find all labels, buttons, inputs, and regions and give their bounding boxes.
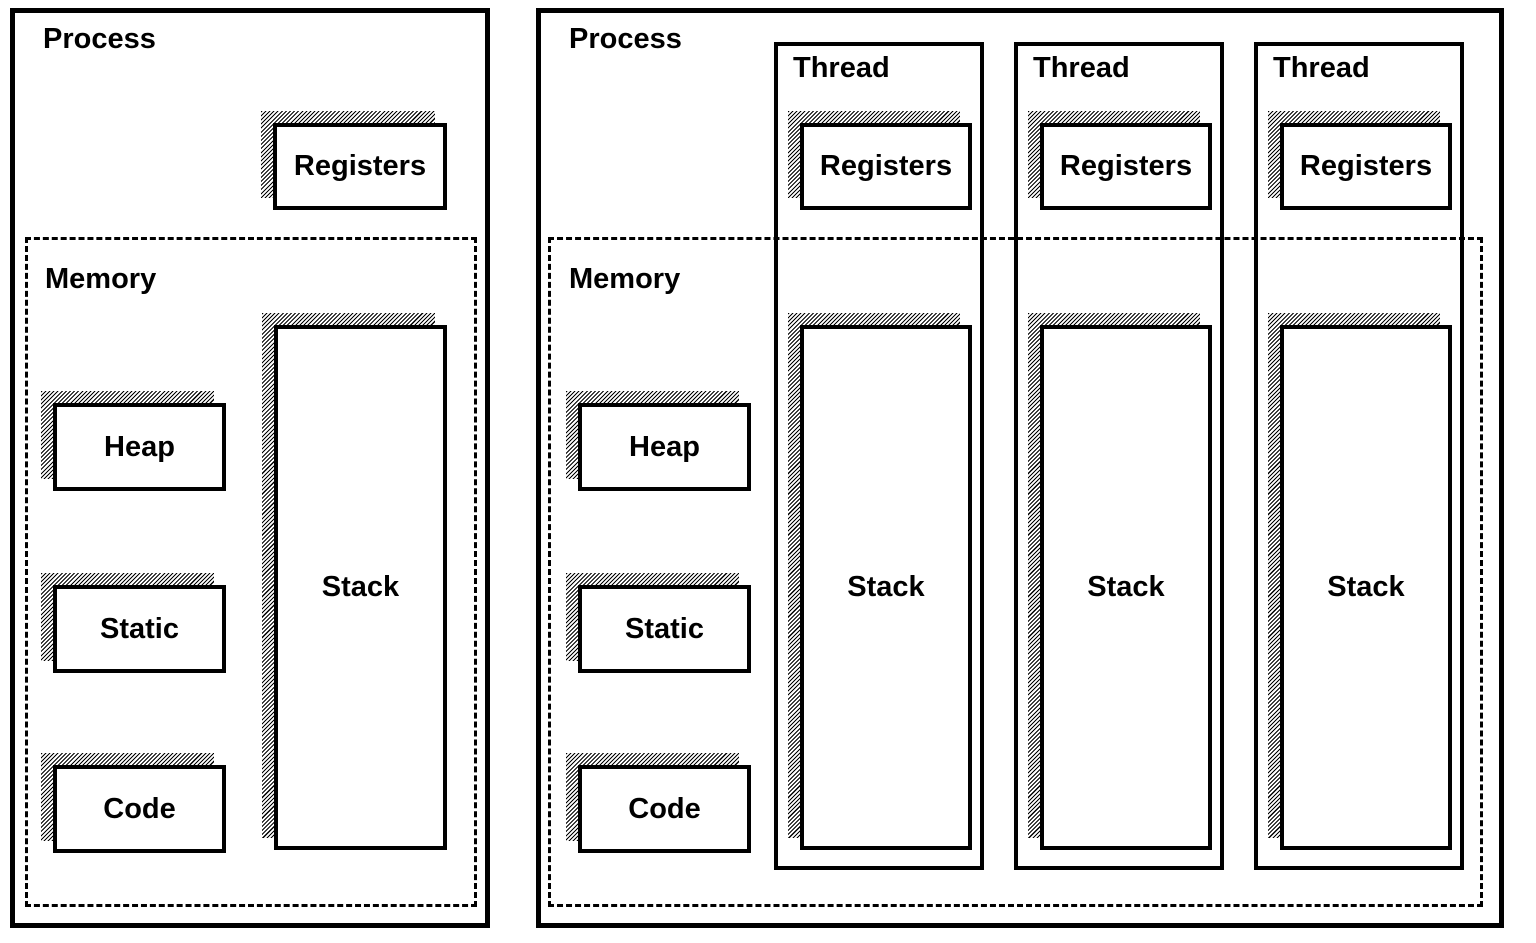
static-box: Static [566,573,751,673]
thread-box-1: Thread Registers Stack [774,42,984,870]
stack-face: Stack [1280,325,1452,850]
stack-box: Stack [262,313,447,850]
registers-box: Registers [261,111,447,210]
registers-label: Registers [819,150,953,182]
stack-face: Stack [1040,325,1212,850]
stack-box: Stack [1268,313,1452,850]
registers-face: Registers [273,123,447,210]
code-label: Code [628,792,701,825]
registers-face: Registers [800,123,972,210]
stack-box: Stack [788,313,972,850]
code-box: Code [41,753,226,853]
stack-face: Stack [274,325,447,850]
single-thread-process-box: Process Registers Memory Heap Static [10,8,490,928]
stack-label: Stack [1087,571,1165,603]
code-label: Code [103,792,176,825]
memory-label: Memory [569,263,681,295]
heap-box: Heap [41,391,226,491]
stack-face: Stack [800,325,972,850]
stack-box: Stack [1028,313,1212,850]
registers-label: Registers [293,150,427,182]
registers-face: Registers [1280,123,1452,210]
code-face: Code [53,765,226,853]
thread-label: Thread [1033,52,1130,84]
heap-box: Heap [566,391,751,491]
memory-label: Memory [45,263,157,295]
static-face: Static [578,585,751,673]
stack-label: Stack [321,571,400,603]
registers-label: Registers [1059,150,1193,182]
heap-face: Heap [53,403,226,491]
registers-box: Registers [1268,111,1452,210]
heap-label: Heap [104,430,175,463]
code-face: Code [578,765,751,853]
stack-label: Stack [847,571,925,603]
multi-thread-process-box: Process Memory Heap Static Code [536,8,1504,928]
static-label: Static [100,612,179,645]
thread-label: Thread [793,52,890,84]
thread-box-3: Thread Registers Stack [1254,42,1464,870]
memory-region: Memory Heap Static Code [25,237,477,907]
process-label: Process [569,23,682,55]
static-label: Static [625,612,704,645]
memory-region: Memory Heap Static Code [548,237,1483,907]
thread-label: Thread [1273,52,1370,84]
stack-label: Stack [1327,571,1405,603]
registers-box: Registers [1028,111,1212,210]
code-box: Code [566,753,751,853]
static-box: Static [41,573,226,673]
static-face: Static [53,585,226,673]
process-label: Process [43,23,156,55]
thread-box-2: Thread Registers Stack [1014,42,1224,870]
heap-face: Heap [578,403,751,491]
registers-face: Registers [1040,123,1212,210]
registers-label: Registers [1299,150,1433,182]
heap-label: Heap [629,430,700,463]
registers-box: Registers [788,111,972,210]
